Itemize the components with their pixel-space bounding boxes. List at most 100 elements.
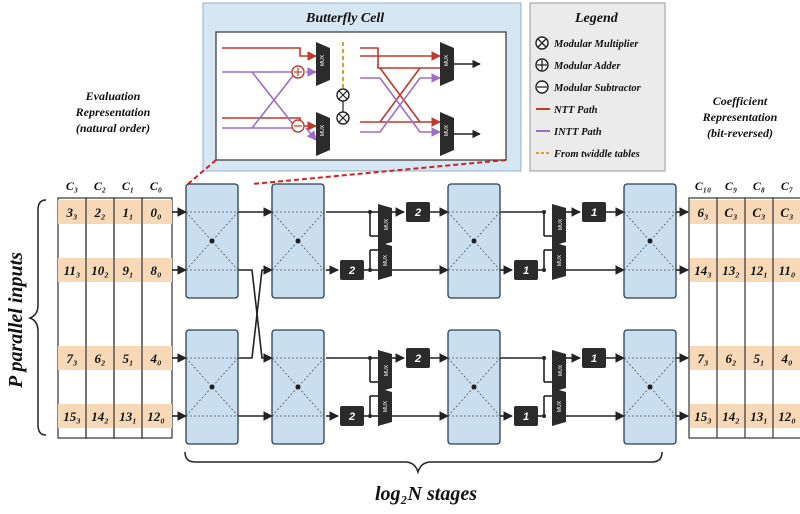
svg-text:MUX: MUX xyxy=(383,400,389,412)
table-cell: 7₃ xyxy=(697,351,708,366)
right-table: C₁₀ C₉ C₈ C₇ 6₃ C₃ C₃ C₃ 14₃ 13₂ 12₁ 11₀… xyxy=(688,179,800,439)
butterfly-cell xyxy=(271,183,325,299)
delay-block: 2 xyxy=(406,348,430,368)
svg-text:MUX: MUX xyxy=(558,218,564,230)
table-cell: 6₃ xyxy=(697,205,708,220)
butterfly-stage-cells xyxy=(185,183,677,445)
subtractor-icon xyxy=(291,119,305,133)
svg-text:1: 1 xyxy=(591,207,597,219)
left-title-line: Representation xyxy=(75,105,151,119)
pipeline-wires xyxy=(172,207,689,421)
delay-block: 2 xyxy=(406,202,430,222)
mux-block: MUX xyxy=(552,242,566,280)
butterfly-cell-inset: Butterfly Cell xyxy=(202,2,522,172)
legend-label: Modular Adder xyxy=(553,61,621,72)
svg-text:1: 1 xyxy=(591,353,597,365)
left-title: Evaluation Representation (natural order… xyxy=(75,89,151,135)
legend-label: Modular Subtractor xyxy=(553,83,642,94)
svg-text:MUX: MUX xyxy=(557,400,563,412)
delay-block: 1 xyxy=(582,348,606,368)
delay-block: 1 xyxy=(582,202,606,222)
left-table: C₃ C₂ C₁ C₀ 3₃ 2₂ 1₁ 0₀ 11₃ 10₂ 9₁ 8₀ 7₃… xyxy=(57,179,173,439)
adder-icon xyxy=(291,65,305,79)
svg-text:1: 1 xyxy=(523,265,529,277)
table-cell: 5₁ xyxy=(753,351,764,366)
column-header: C₁ xyxy=(122,179,134,193)
table-cell: 12₁ xyxy=(750,263,768,278)
table-cell: 6₂ xyxy=(94,351,105,366)
svg-text:2: 2 xyxy=(414,353,421,365)
butterfly-cell xyxy=(623,183,677,299)
parallel-inputs-label: P parallel inputs xyxy=(5,252,27,389)
butterfly-cell xyxy=(447,183,501,299)
column-header: C₇ xyxy=(781,179,793,193)
column-header: C₂ xyxy=(94,179,106,193)
legend-label: NTT Path xyxy=(553,105,598,116)
right-title: Coefficient Representation (bit-reversed… xyxy=(702,94,778,140)
svg-text:1: 1 xyxy=(523,411,529,423)
table-cell: 10₂ xyxy=(91,263,109,278)
table-cell: 15₃ xyxy=(694,409,712,424)
table-cell: 7₃ xyxy=(66,351,77,366)
table-cell: C₃ xyxy=(752,205,765,220)
bottom-brace xyxy=(184,451,663,475)
table-cell: 0₀ xyxy=(150,205,161,220)
svg-text:MUX: MUX xyxy=(384,364,390,376)
table-cell: 14₂ xyxy=(91,409,109,424)
right-title-line: (bit-reversed) xyxy=(707,126,773,140)
svg-text:MUX: MUX xyxy=(558,364,564,376)
svg-text:MUX: MUX xyxy=(444,124,450,136)
intt-path-lines xyxy=(222,67,441,141)
mux-block: MUX xyxy=(378,350,392,392)
delay-block: 1 xyxy=(514,260,538,280)
mux-block: MUX xyxy=(552,350,566,392)
column-header: C₉ xyxy=(725,179,737,193)
zoom-connector xyxy=(187,159,507,185)
svg-text:2: 2 xyxy=(348,411,355,423)
column-header: C₁₀ xyxy=(695,179,711,193)
table-cell: 14₃ xyxy=(694,263,712,278)
ntt-path-lines xyxy=(222,47,441,131)
table-cell: 5₁ xyxy=(122,351,133,366)
mux-block: MUX xyxy=(378,242,392,280)
left-title-line: Evaluation xyxy=(85,89,141,103)
column-header: C₃ xyxy=(66,179,78,193)
table-cell: 11₀ xyxy=(779,263,796,278)
table-cell: 14₂ xyxy=(722,409,740,424)
butterfly-cell xyxy=(185,329,239,445)
table-cell: 8₀ xyxy=(150,263,161,278)
legend-label: INTT Path xyxy=(553,127,602,138)
right-title-line: Coefficient xyxy=(713,94,768,108)
table-cell: 4₀ xyxy=(780,351,792,366)
multiplier-icon xyxy=(336,111,350,125)
legend-title: Legend xyxy=(574,11,619,26)
butterfly-cell xyxy=(447,329,501,445)
svg-text:MUX: MUX xyxy=(320,124,326,136)
table-cell: 9₁ xyxy=(122,263,133,278)
svg-text:2: 2 xyxy=(414,207,421,219)
delay-block: 1 xyxy=(514,406,538,426)
table-cell: 13₁ xyxy=(750,409,768,424)
svg-text:2: 2 xyxy=(348,265,355,277)
multiplier-icon xyxy=(535,36,549,50)
mux-block: MUX xyxy=(378,204,392,246)
svg-text:MUX: MUX xyxy=(384,218,390,230)
mux-icon: MUX xyxy=(316,42,330,86)
subtractor-icon xyxy=(535,80,549,94)
mux-icon: MUX xyxy=(316,112,330,156)
table-cell: 4₀ xyxy=(149,351,161,366)
column-header: C₈ xyxy=(753,179,765,193)
legend-label: From twiddle tables xyxy=(553,149,640,160)
mux-block: MUX xyxy=(552,388,566,426)
right-title-line: Representation xyxy=(702,110,778,124)
table-cell: 12₀ xyxy=(147,409,165,424)
stages-label: log₂N stages xyxy=(375,483,477,505)
butterfly-cell-title: Butterfly Cell xyxy=(305,11,384,26)
table-cell: 3₃ xyxy=(65,205,77,220)
svg-text:MUX: MUX xyxy=(444,54,450,66)
table-cell: C₃ xyxy=(724,205,737,220)
left-title-line: (natural order) xyxy=(76,121,150,135)
column-header: C₀ xyxy=(150,179,162,193)
adder-icon xyxy=(535,58,549,72)
